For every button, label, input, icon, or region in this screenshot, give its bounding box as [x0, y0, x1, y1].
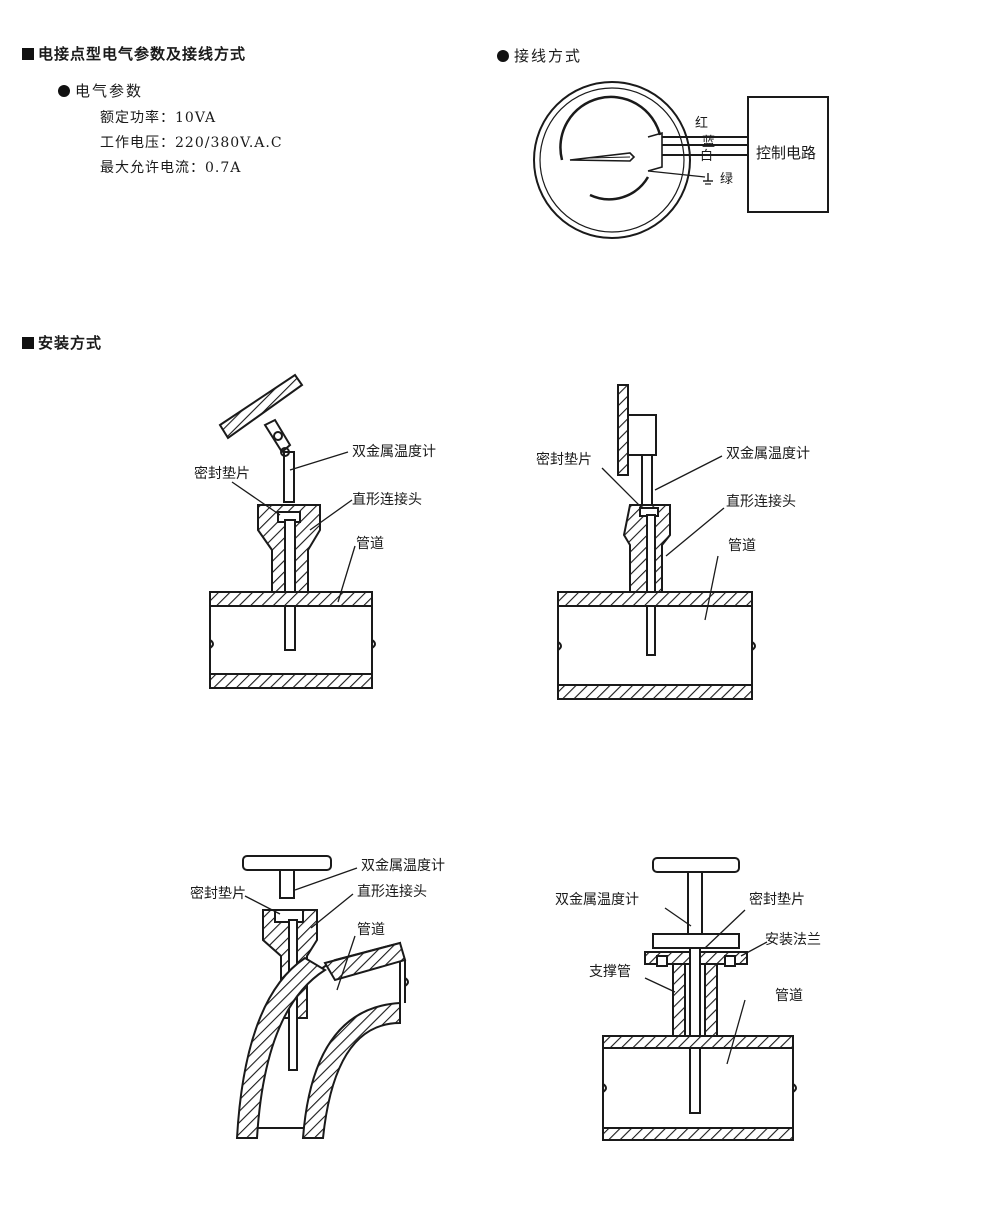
pipe-bottom-wall [602, 1127, 794, 1141]
label-pipe: 管道 [728, 538, 756, 554]
install-diagram-4: 双金属温度计 密封垫片 安装法兰 支撑管 管道 [555, 857, 821, 1141]
pipe-bottom-wall [209, 673, 373, 689]
wire-label-white: 白 [700, 148, 713, 164]
label-connector: 直形连接头 [726, 493, 796, 510]
label-connector: 直形连接头 [357, 883, 427, 900]
control-box [747, 96, 829, 213]
label-support-tube: 支撑管 [589, 964, 631, 980]
label-flange: 安装法兰 [765, 932, 821, 948]
gauge-outer-ring [533, 81, 691, 239]
pipe-top-wall [209, 591, 373, 607]
mounting-flange [652, 933, 740, 949]
label-gasket: 密封垫片 [536, 451, 592, 468]
wiring-title: 接线方式 [497, 45, 582, 66]
elbow-inner-wall [301, 1001, 401, 1139]
elbow-outer-wall [235, 956, 327, 1139]
gauge-pointer [569, 152, 636, 162]
elbow-top-wall [323, 941, 407, 982]
param-rated-power: 额定功率：10VA [100, 110, 217, 126]
install-diagram-2: 双金属温度计 密封垫片 直形连接头 管道 [536, 384, 810, 700]
circle-bullet-icon [497, 50, 509, 62]
label-connector: 直形连接头 [352, 491, 422, 508]
square-bullet-icon [22, 337, 34, 349]
square-bullet-icon [22, 48, 34, 60]
wire-label-red: 红 [695, 115, 708, 131]
wire-label-blue: 蓝 [702, 135, 715, 150]
gauge-inner-ring [539, 87, 685, 233]
dial-head [218, 373, 304, 440]
dial-head [652, 857, 740, 873]
install-section-heading: 安装方式 [22, 332, 102, 353]
param-max-current: 最大允许电流：0.7A [100, 160, 242, 176]
param-working-voltage: 工作电压：220/380V.A.C [100, 135, 283, 151]
pipe-top-wall [557, 591, 753, 607]
label-gasket: 密封垫片 [190, 885, 246, 902]
wire-label-green: 绿 [720, 172, 733, 187]
label-gasket: 密封垫片 [194, 465, 250, 482]
label-thermometer: 双金属温度计 [361, 858, 445, 874]
control-circuit-label: 控制电路 [756, 144, 816, 162]
label-pipe: 管道 [775, 988, 803, 1004]
scale-arc-top [559, 95, 662, 161]
scale-arc-bottom [589, 176, 650, 201]
label-thermometer: 双金属温度计 [352, 444, 436, 460]
label-thermometer: 双金属温度计 [555, 892, 639, 908]
probe [646, 514, 656, 656]
install-diagram-3: 双金属温度计 密封垫片 直形连接头 管道 [190, 855, 445, 1139]
pipe-bottom-wall [557, 684, 753, 700]
circle-bullet-icon [58, 85, 70, 97]
dial-head [617, 384, 629, 476]
params-title: 电气参数 [58, 80, 143, 101]
wiring-diagram: 红 蓝 白 绿 控制电路 [533, 81, 829, 239]
label-gasket: 密封垫片 [749, 891, 805, 908]
pipe-top-wall [602, 1035, 794, 1049]
probe [284, 519, 296, 651]
label-pipe: 管道 [356, 536, 384, 552]
label-thermometer: 双金属温度计 [726, 446, 810, 462]
label-pipe: 管道 [357, 922, 385, 938]
electrical-section-heading: 电接点型电气参数及接线方式 [22, 43, 246, 64]
probe [689, 947, 701, 1114]
wire-green [647, 170, 706, 178]
install-diagram-1: 双金属温度计 密封垫片 直形连接头 管道 [194, 373, 436, 689]
dial-head [242, 855, 332, 871]
